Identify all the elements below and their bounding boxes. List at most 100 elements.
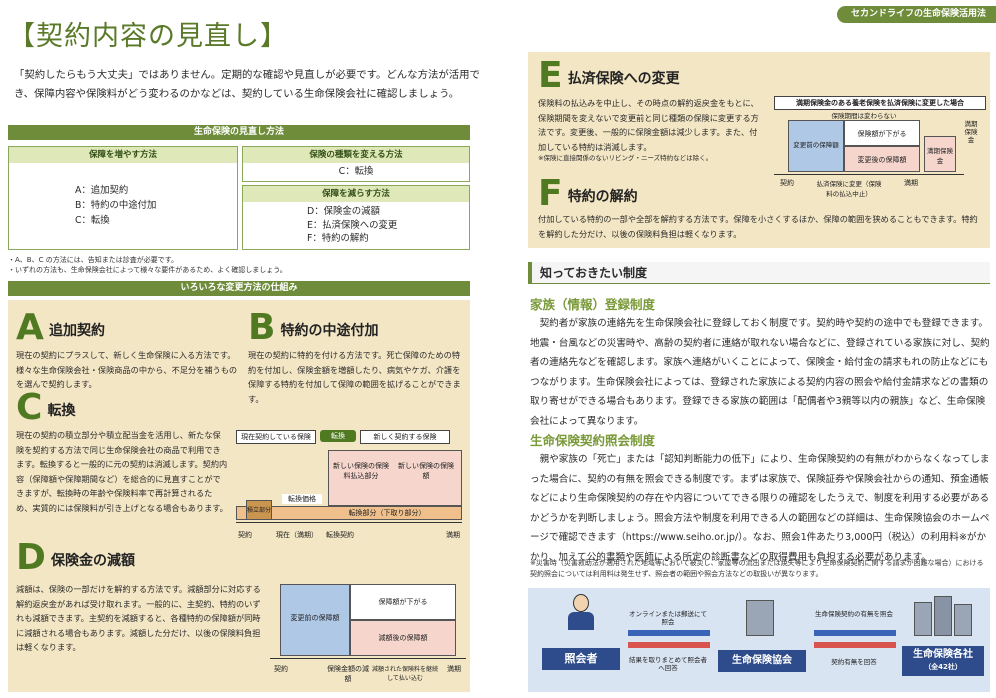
section-d-title: 保険金の減額	[50, 553, 135, 569]
section-b-heading: B 特約の中途付加	[248, 310, 379, 346]
reduction-diagram: 変更前の保障額 保障額が下がる 減額後の保障額 契約 保険金額の減額 減額された…	[270, 584, 466, 690]
arrow-right-icon	[628, 630, 710, 636]
timeline-end: 満期	[446, 531, 460, 539]
building-icon	[934, 596, 952, 636]
ef-panel: E 払済保険への変更 保険料の払込みを中止し、その時点の解約返戻金をもとに、保険…	[528, 52, 990, 248]
timeline-axis	[774, 174, 964, 175]
after-label: 変更後の保障額	[857, 156, 907, 164]
increase-title: 保障を増やす方法	[9, 147, 237, 163]
paidup-header: 満期保険金のある養老保険を払済保険に変更した場合	[774, 96, 986, 110]
flow-label-online: オンラインまたは郵送にて照会	[629, 610, 707, 626]
section-c-body: 現在の契約の積立部分や積立配当金を活用し、新たな保険を契約する方法で同じ生命保険…	[16, 430, 228, 513]
conversion-arrow: 転換	[320, 430, 356, 442]
paidup-diagram: 満期保険金のある養老保険を払済保険に変更した場合 保険期間は変わらない 変更前の…	[774, 96, 986, 198]
family-registration-body: 契約者が家族の連絡先を生命保険会社に登録しておく制度です。契約時や契約の途中でも…	[530, 318, 990, 427]
companies-label: 生命保険各社	[913, 649, 973, 660]
section-f-heading: F 特約の解約	[538, 176, 638, 212]
letter-a: A	[16, 307, 44, 348]
section-c-title: 転換	[47, 403, 76, 419]
after-label: 減額後の保障額	[378, 634, 428, 642]
policy-inquiry-note: ※災害時（災害救助法が適用された地域等において被災し、家屋等の流出または焼失等に…	[530, 559, 984, 578]
maturity-side-label: 満期保険金	[964, 120, 978, 144]
section-f-body: 付加している特約の一部や全部を解約する方法です。保障を小さくするほか、保障の範囲…	[538, 214, 978, 239]
companies-box: 生命保険各社 （全42社）	[902, 646, 984, 676]
building-icon	[954, 604, 972, 636]
list-item: A：追加契約	[75, 185, 129, 196]
list-item: B：特約の中途付加	[75, 200, 157, 211]
after-block: 減額後の保障額	[350, 620, 456, 656]
series-tag: セカンドライフの生命保険活用法	[836, 6, 996, 23]
flow-label-answer: 契約有無を回答	[831, 658, 877, 666]
letter-f: F	[538, 173, 563, 214]
reduce-list: D：保険金の減額 E：払済保険への変更 F：特約の解約	[243, 202, 469, 246]
new-amount-label: 新しい保険の保険額	[398, 462, 454, 480]
list-item: C：転換	[75, 215, 110, 226]
mechanisms-bar: いろいろな変更方法の仕組み	[8, 281, 470, 296]
trade-in-label: 転換価格	[282, 494, 322, 504]
section-b-title: 特約の中途付加	[280, 323, 379, 339]
down-block: 保障額が下がる	[350, 584, 456, 620]
accum-block: 積立部分	[246, 500, 272, 520]
section-f-title: 特約の解約	[567, 189, 638, 205]
policy-inquiry-title: 生命保険契約照会制度	[530, 433, 656, 448]
lead-text: 「契約したらもう大丈夫」ではありません。定期的な確認や見直しが必要です。どんな方…	[14, 69, 480, 100]
arrow-left-icon	[814, 642, 896, 648]
list-item: F：特約の解約	[307, 233, 369, 244]
inquiry-flow-diagram: 照会者 オンラインまたは郵送にて照会 結果を取りまとめて照会者へ回答 生命保険協…	[528, 588, 990, 692]
section-e-title: 払済保険への変更	[567, 71, 680, 87]
section-c-heading: C 転換	[16, 390, 76, 426]
section-b-body: 現在の契約に特約を付ける方法です。死亡保障のための特約を付加し、保険金額を増額し…	[248, 350, 461, 404]
timeline-start: 契約	[274, 665, 288, 673]
timeline-end: 満期	[447, 665, 461, 673]
refund-label: 減額された保険料を継続して払い込む	[371, 666, 438, 682]
companies-sub: （全42社）	[924, 663, 962, 671]
timeline-axis	[236, 522, 462, 523]
timeline-start: 契約	[780, 179, 794, 187]
maturity-block: 満期保険金	[924, 136, 956, 172]
timeline-current: 現在（満期）	[276, 531, 318, 539]
timeline-conversion: 転換契約	[326, 531, 354, 539]
section-e-body: 保険料の払込みを中止し、その時点の解約返戻金をもとに、保険期間を変えないで変更前…	[538, 98, 759, 152]
methods-notes: ・A、B、C の方法には、告知または診査が必要です。 ・いずれの方法も、生命保険…	[8, 255, 478, 275]
building-icon	[914, 602, 932, 636]
before-label: 変更前の保障額	[290, 614, 340, 622]
list-item: D：保険金の減額	[307, 206, 380, 217]
letter-d: D	[16, 537, 46, 578]
down-label: 保険額が下がる	[857, 130, 907, 138]
association-box: 生命保険協会	[718, 650, 806, 672]
letter-b: B	[248, 307, 276, 348]
reduce-box: 保障を減らす方法 D：保険金の減額 E：払済保険への変更 F：特約の解約	[242, 185, 470, 250]
note-line: ・いずれの方法も、生命保険会社によって様々な要件があるため、よく確認しましょう。	[8, 266, 287, 274]
conversion-diagram: 現在契約している保険 転換 新しく契約する保険 新しい保険の保険料払込部分 新し…	[236, 430, 466, 550]
trade-in-band	[236, 506, 462, 520]
knowledge-heading-bar: 知っておきたい制度	[528, 262, 990, 284]
timeline-reduce: 保険金額の減額	[327, 665, 369, 683]
list-item: E：払済保険への変更	[307, 219, 398, 231]
before-label: 変更前の保障額	[793, 141, 839, 149]
section-d-heading: D 保険金の減額	[16, 540, 135, 576]
reduce-title: 保障を減らす方法	[243, 186, 469, 202]
section-e-note: ※保険に直接関係のないリビング・ニーズ特約などは除く。	[538, 154, 713, 162]
arrow-left-icon	[628, 642, 710, 648]
conversion-part-label: 転換部分（下取り部分）	[348, 509, 426, 517]
page-title: 【契約内容の見直し】	[8, 21, 288, 52]
increase-box: 保障を増やす方法 A：追加契約 B：特約の中途付加 C：転換	[8, 146, 238, 250]
increase-list: A：追加契約 B：特約の中途付加 C：転換	[9, 163, 237, 228]
section-a-body: 現在の契約にプラスして、新しく生命保険に入る方法です。様々な生命保険会社・保険商…	[16, 350, 238, 389]
current-policy-label: 現在契約している保険	[236, 430, 316, 444]
person-icon	[566, 594, 596, 630]
section-e-heading: E 払済保険への変更	[538, 58, 680, 94]
section-d-body: 減額は、保険の一部だけを解約する方法です。減額部分に対応する解約返戻金があれば受…	[16, 584, 261, 652]
change-title: 保険の種類を変える方法	[243, 147, 469, 163]
family-registration-title: 家族（情報）登録制度	[530, 297, 656, 312]
timeline-end: 満期	[904, 179, 918, 187]
methods-bar: 生命保険の見直し方法	[8, 125, 470, 140]
new-policy-label: 新しく契約する保険	[360, 430, 450, 444]
note-line: ・A、B、C の方法には、告知または診査が必要です。	[8, 256, 179, 264]
before-block: 変更前の保障額	[280, 584, 350, 656]
section-a-title: 追加契約	[48, 323, 105, 339]
policy-inquiry-body: 親や家族の「死亡」または「認知判断能力の低下」により、生命保険契約の有無がわから…	[530, 454, 990, 563]
building-icon	[746, 600, 774, 636]
period-label: 保険期間は変わらない	[831, 112, 897, 120]
letter-e: E	[538, 55, 563, 96]
